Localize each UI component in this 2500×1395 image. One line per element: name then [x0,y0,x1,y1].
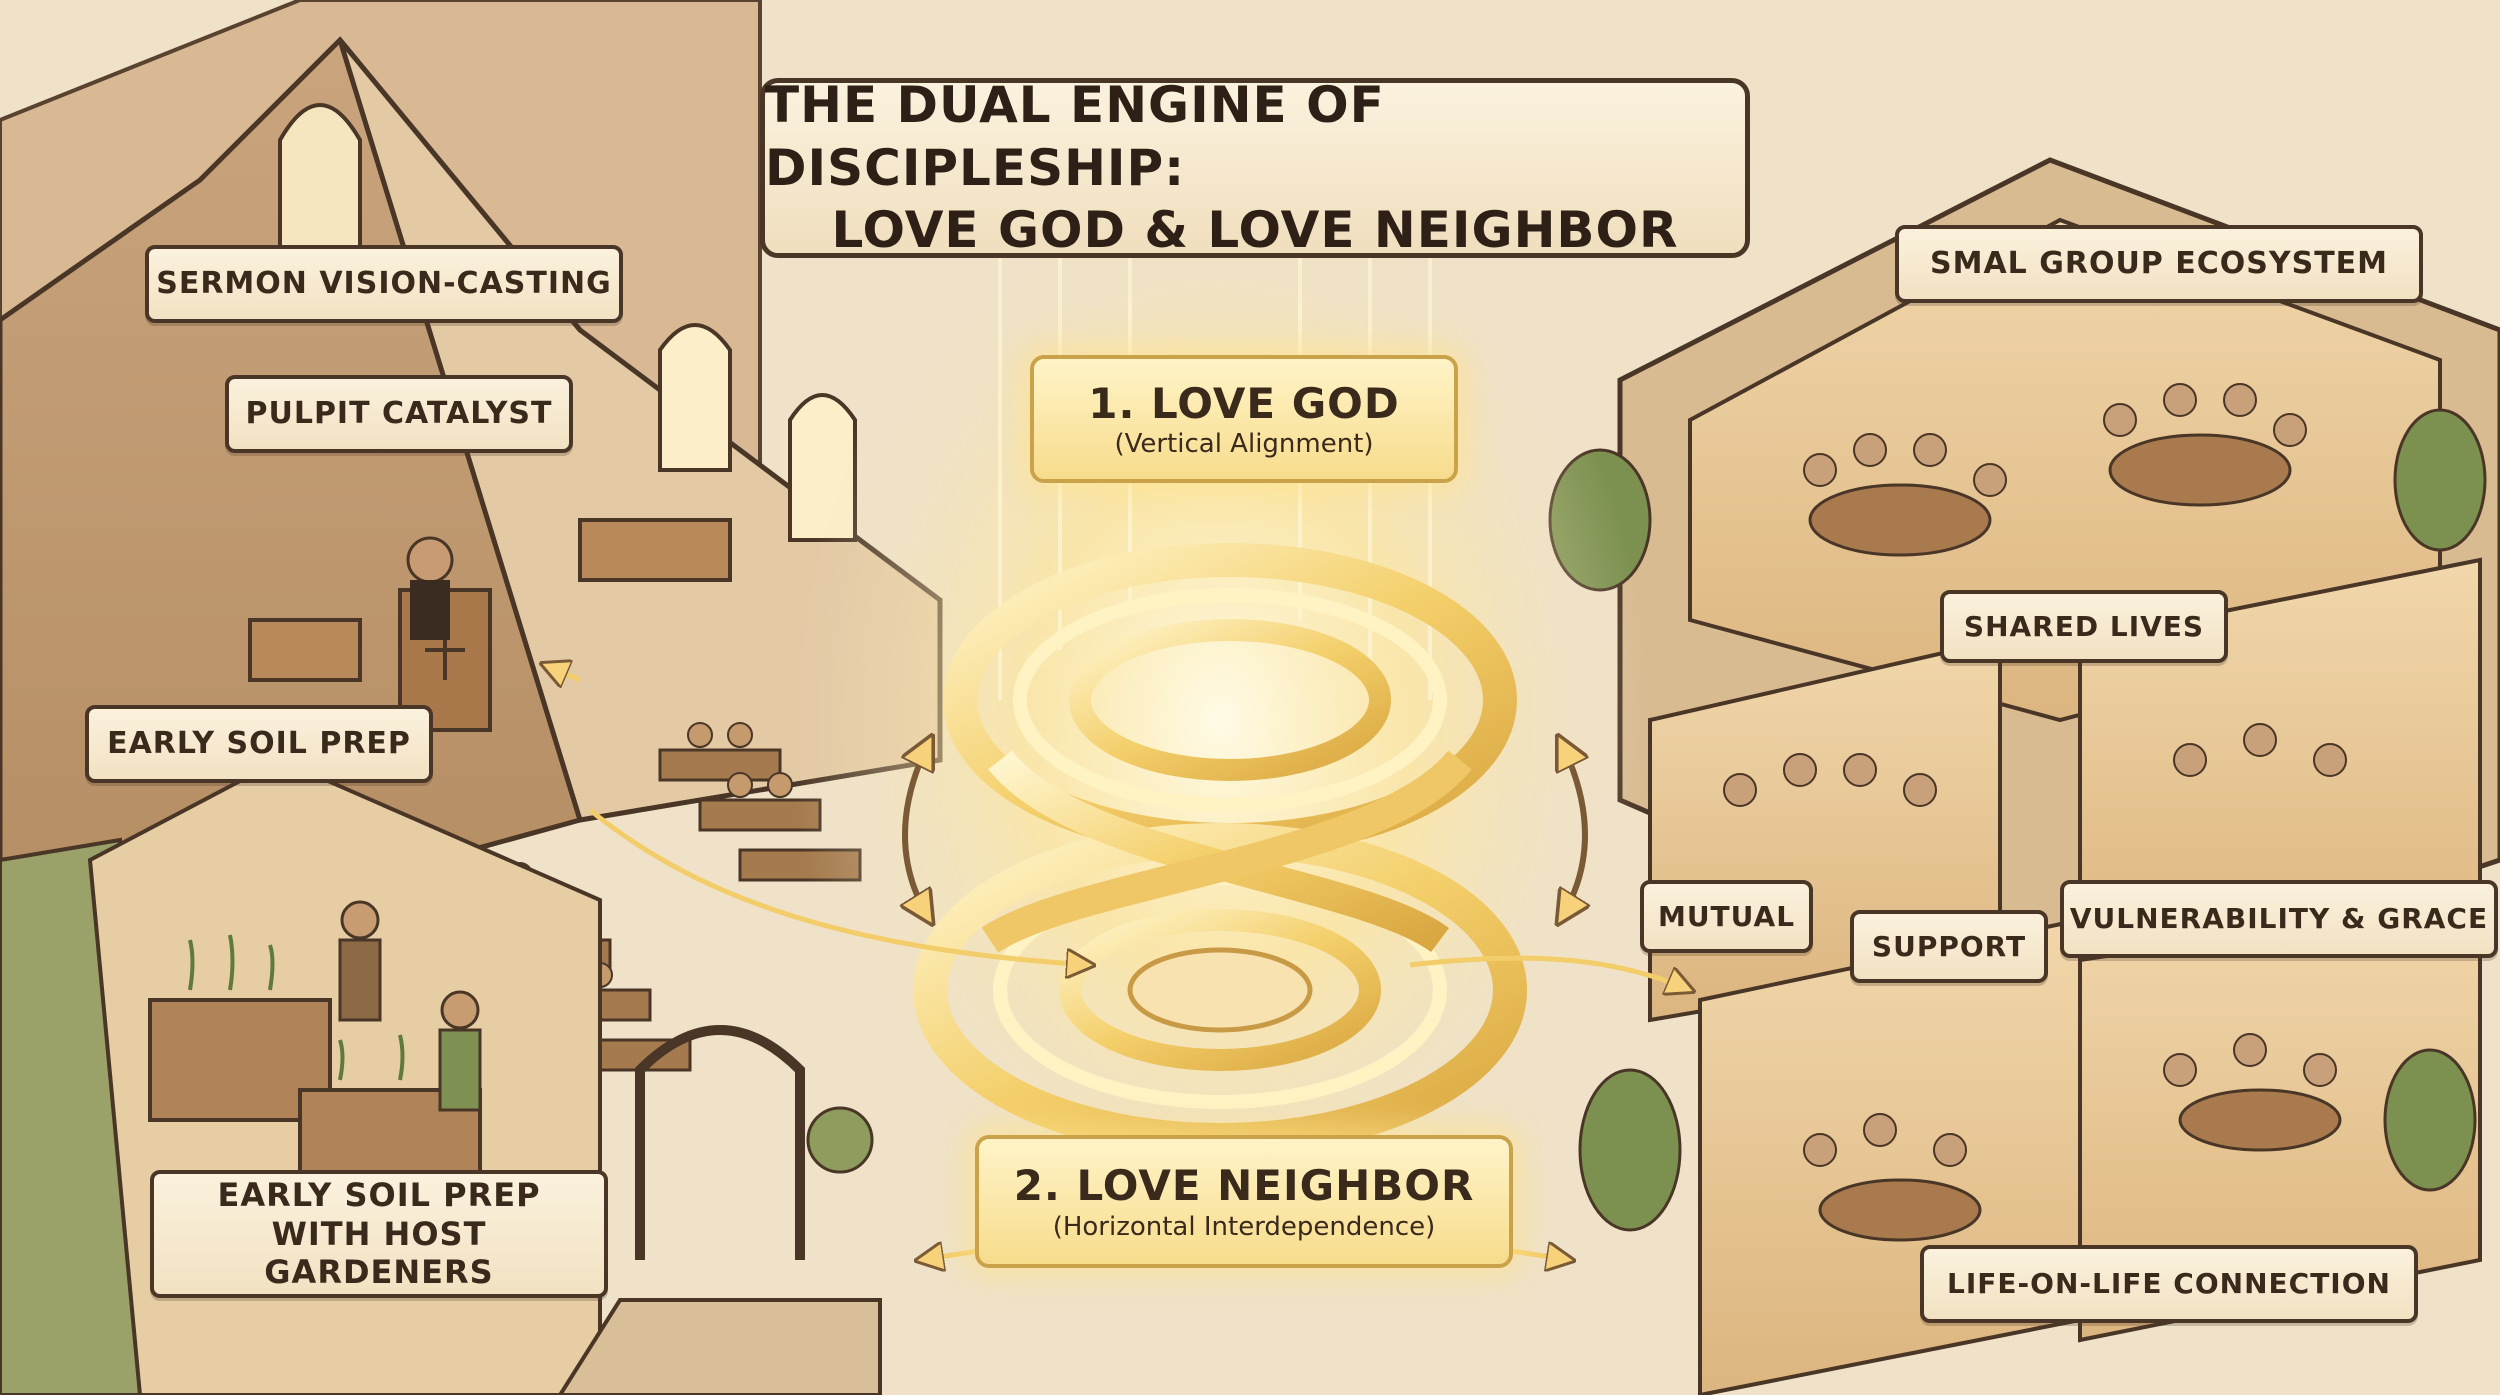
title-line-2: LOVE GOD & LOVE NEIGHBOR [831,201,1679,260]
label-small-group-ecosystem: SMAL GROUP ECOSYSTEM [1895,225,2423,303]
dual-engine-figure-eight [790,160,1650,1280]
label-support: SUPPORT [1850,910,2048,983]
love-neighbor-box: 2. LOVE NEIGHBOR (Horizontal Interdepend… [975,1135,1513,1268]
title-banner: THE DUAL ENGINE OF DISCIPLESHIP: LOVE GO… [760,76,1750,259]
label-pulpit-catalyst: PULPIT CATALYST [225,375,573,453]
love-god-box: 1. LOVE GOD (Vertical Alignment) [1030,355,1458,483]
label-sermon-vision-casting: SERMON VISION-CASTING [145,245,623,323]
label-early-soil-prep: EARLY SOIL PREP [85,705,433,783]
label-early-soil-prep-host-gardeners: EARLY SOIL PREP WITH HOST GARDENERS [150,1170,608,1298]
label-shared-lives: SHARED LIVES [1940,590,2228,663]
small-group-houses [1548,157,2500,1395]
label-life-on-life-connection: LIFE-ON-LIFE CONNECTION [1920,1245,2418,1323]
love-neighbor-subtitle: (Horizontal Interdependence) [1052,1211,1436,1242]
label-mutual: MUTUAL [1640,880,1813,953]
love-god-subtitle: (Vertical Alignment) [1114,429,1374,460]
label-vulnerability-grace: VULNERABILITY & GRACE [2060,880,2498,958]
love-neighbor-label: 2. LOVE NEIGHBOR [1013,1161,1475,1211]
title-line-1: THE DUAL ENGINE OF DISCIPLESHIP: [765,76,1385,197]
love-god-label: 1. LOVE GOD [1088,378,1400,428]
